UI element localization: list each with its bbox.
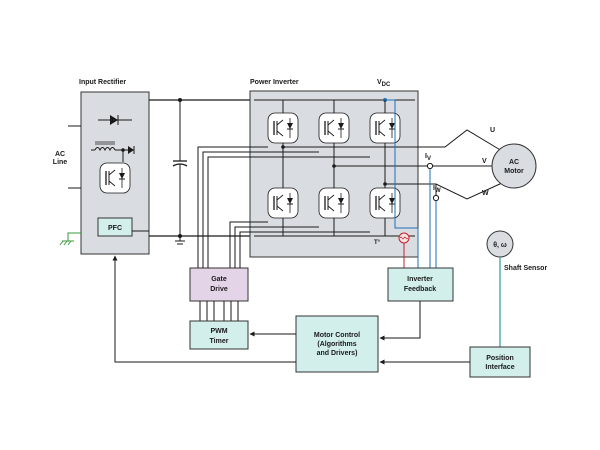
phase-w-wire: [418, 182, 503, 202]
pfc-block: [97, 217, 133, 237]
feedback-wires: [385, 99, 437, 268]
ac-line-label-2: Line: [53, 159, 67, 166]
position-interface-label-1: Position: [486, 355, 514, 362]
current-w-label: IW: [433, 185, 441, 194]
temperature-label: T°: [374, 240, 381, 246]
shaft-sensor-label: Shaft Sensor: [504, 265, 547, 272]
inverter-feedback-block: [387, 267, 454, 302]
ac-line-label-1: AC: [55, 151, 65, 158]
pwm-timer-label-1: PWM: [210, 328, 227, 335]
gate-drive-block: [189, 267, 249, 302]
theta-omega-label: θ, ω: [493, 242, 507, 249]
ac-motor-label-2: Motor: [504, 168, 524, 175]
inverter-feedback-label-2: Feedback: [404, 286, 436, 293]
dc-link-capacitor-icon: [172, 100, 188, 245]
pfc-label: PFC: [108, 225, 122, 232]
thermistor-icon: [398, 232, 410, 244]
inverter-switch-low-u: [267, 187, 299, 219]
pwm-timer-label-2: Timer: [210, 338, 229, 345]
motor-control-label-2: (Algorithms: [317, 341, 356, 348]
phase-u-wire: [418, 129, 503, 152]
gate-drive-label-2: Drive: [210, 286, 228, 293]
motor-control-label-1: Motor Control: [314, 332, 360, 339]
phase-v-wire: [418, 162, 492, 170]
pwm-timer-block: [189, 320, 249, 350]
rectifier-diode-icon: [98, 115, 132, 125]
phase-u-label: U: [490, 127, 495, 134]
phase-w-label: W: [482, 190, 489, 197]
motor-control-label-3: and Drivers): [317, 350, 358, 357]
gate-drive-label-1: Gate: [211, 276, 227, 283]
power-inverter-label: Power Inverter: [250, 79, 299, 86]
vdc-label: VDC: [377, 79, 391, 88]
pwm-to-gate-lines: [199, 301, 239, 321]
position-interface-label-2: Interface: [485, 364, 514, 371]
ac-motor-label-1: AC: [509, 159, 519, 166]
ac-motor: [491, 143, 537, 189]
inverter-switch-high-v: [318, 112, 350, 144]
current-v-label: IV: [425, 153, 431, 162]
input-rectifier-label: Input Rectifier: [79, 79, 126, 86]
inverter-feedback-label-1: Inverter: [407, 276, 433, 283]
dc-bus: [132, 98, 250, 238]
inverter-switch-high-u: [267, 112, 299, 144]
feedback-to-motor-control-arrow: [379, 301, 421, 341]
position-interface-block: [469, 346, 531, 378]
pfc-switch-icon: [99, 150, 131, 194]
pfc-inductor-icon: [91, 141, 135, 154]
earth-ground-icon: [59, 232, 81, 246]
motor-control-block: [295, 315, 379, 373]
motor-control-to-pfc-arrow: [112, 255, 296, 363]
gate-signal-lines: [197, 146, 370, 268]
inverter-switch-low-v: [318, 187, 350, 219]
phase-v-label: V: [482, 158, 487, 165]
